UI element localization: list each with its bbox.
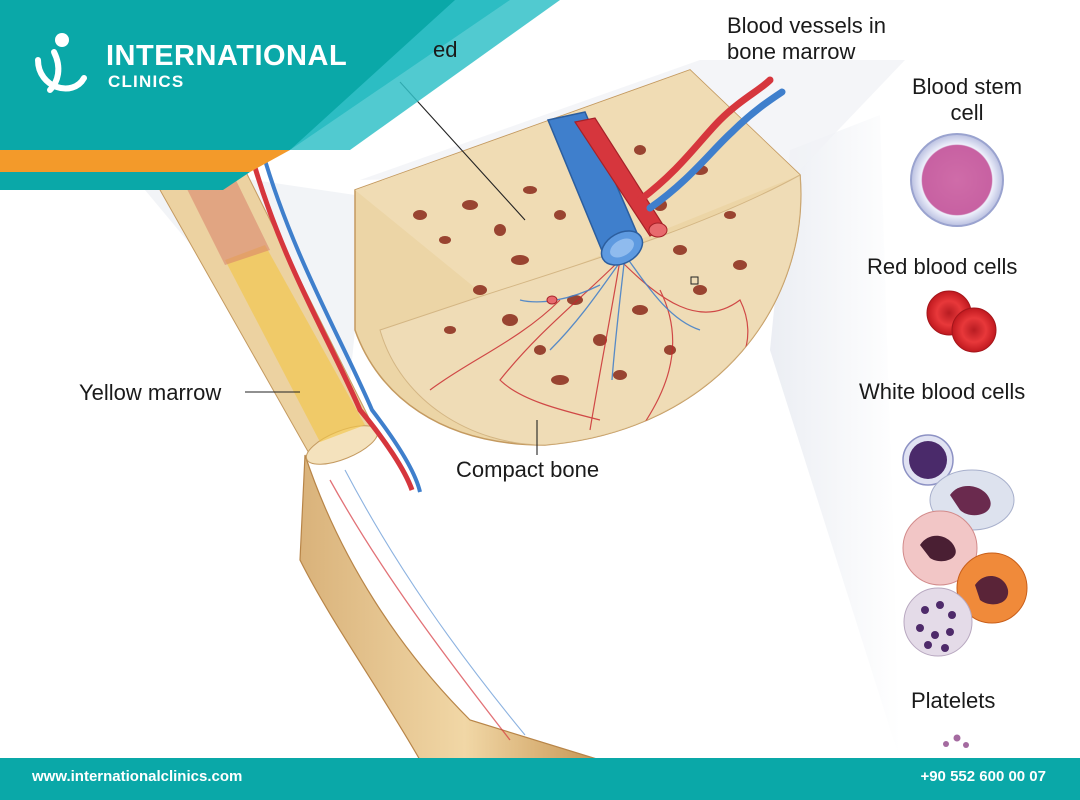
magnification-beam-right	[770, 115, 900, 760]
platelets-cluster	[943, 734, 969, 748]
brand-figure-icon	[35, 33, 87, 93]
red-blood-cells	[926, 290, 997, 353]
central-artery-opening	[648, 222, 668, 238]
detail-marker	[690, 276, 699, 285]
label-compact-bone: Compact bone	[456, 457, 600, 482]
shaft-vessel-line	[329, 479, 511, 741]
footer-bar: www.internationalclinics.com +90 552 600…	[0, 758, 1080, 800]
brand-logo: INTERNATIONAL CLINICS	[28, 30, 358, 110]
label-white-blood-cells: White blood cells	[859, 379, 1026, 404]
brand-subname: CLINICS	[108, 72, 185, 91]
footer-phone-link[interactable]: +90 552 600 00 07	[920, 768, 1046, 785]
white-blood-cells	[902, 434, 1028, 657]
red-marrow-region	[185, 168, 270, 265]
label-red-blood-cells: Red blood cells	[867, 254, 1018, 279]
incoming-vein-tube	[646, 88, 786, 212]
bone-vein	[260, 149, 422, 493]
header-banner	[0, 0, 560, 190]
label-blood-vessels-line1: Blood vessels in	[727, 13, 886, 38]
leader-line-cut-label	[399, 81, 526, 221]
yellow-marrow-region	[225, 245, 365, 442]
label-blood-vessels-line2: bone marrow	[727, 39, 856, 64]
blood-stem-cell	[910, 133, 1004, 227]
central-vein-lumen	[610, 238, 634, 258]
magnified-bone-section	[354, 69, 802, 446]
small-artery-opening	[546, 295, 558, 305]
label-blood-stem-line1: Blood stem	[911, 74, 1023, 99]
label-blood-stem-line2: cell	[950, 100, 984, 125]
brand-name: INTERNATIONAL	[106, 40, 348, 72]
footer-website-link[interactable]: www.internationalclinics.com	[32, 768, 243, 785]
bone-artery	[247, 149, 415, 491]
incoming-artery-tube	[636, 76, 774, 204]
shaft-vessel-line-2	[344, 469, 526, 736]
long-bone	[159, 149, 601, 761]
label-platelets: Platelets	[911, 688, 996, 713]
label-cut-top: ed	[433, 37, 458, 62]
venous-network	[519, 254, 701, 381]
label-yellow-marrow: Yellow marrow	[79, 380, 222, 405]
bone-shaft	[299, 454, 601, 761]
